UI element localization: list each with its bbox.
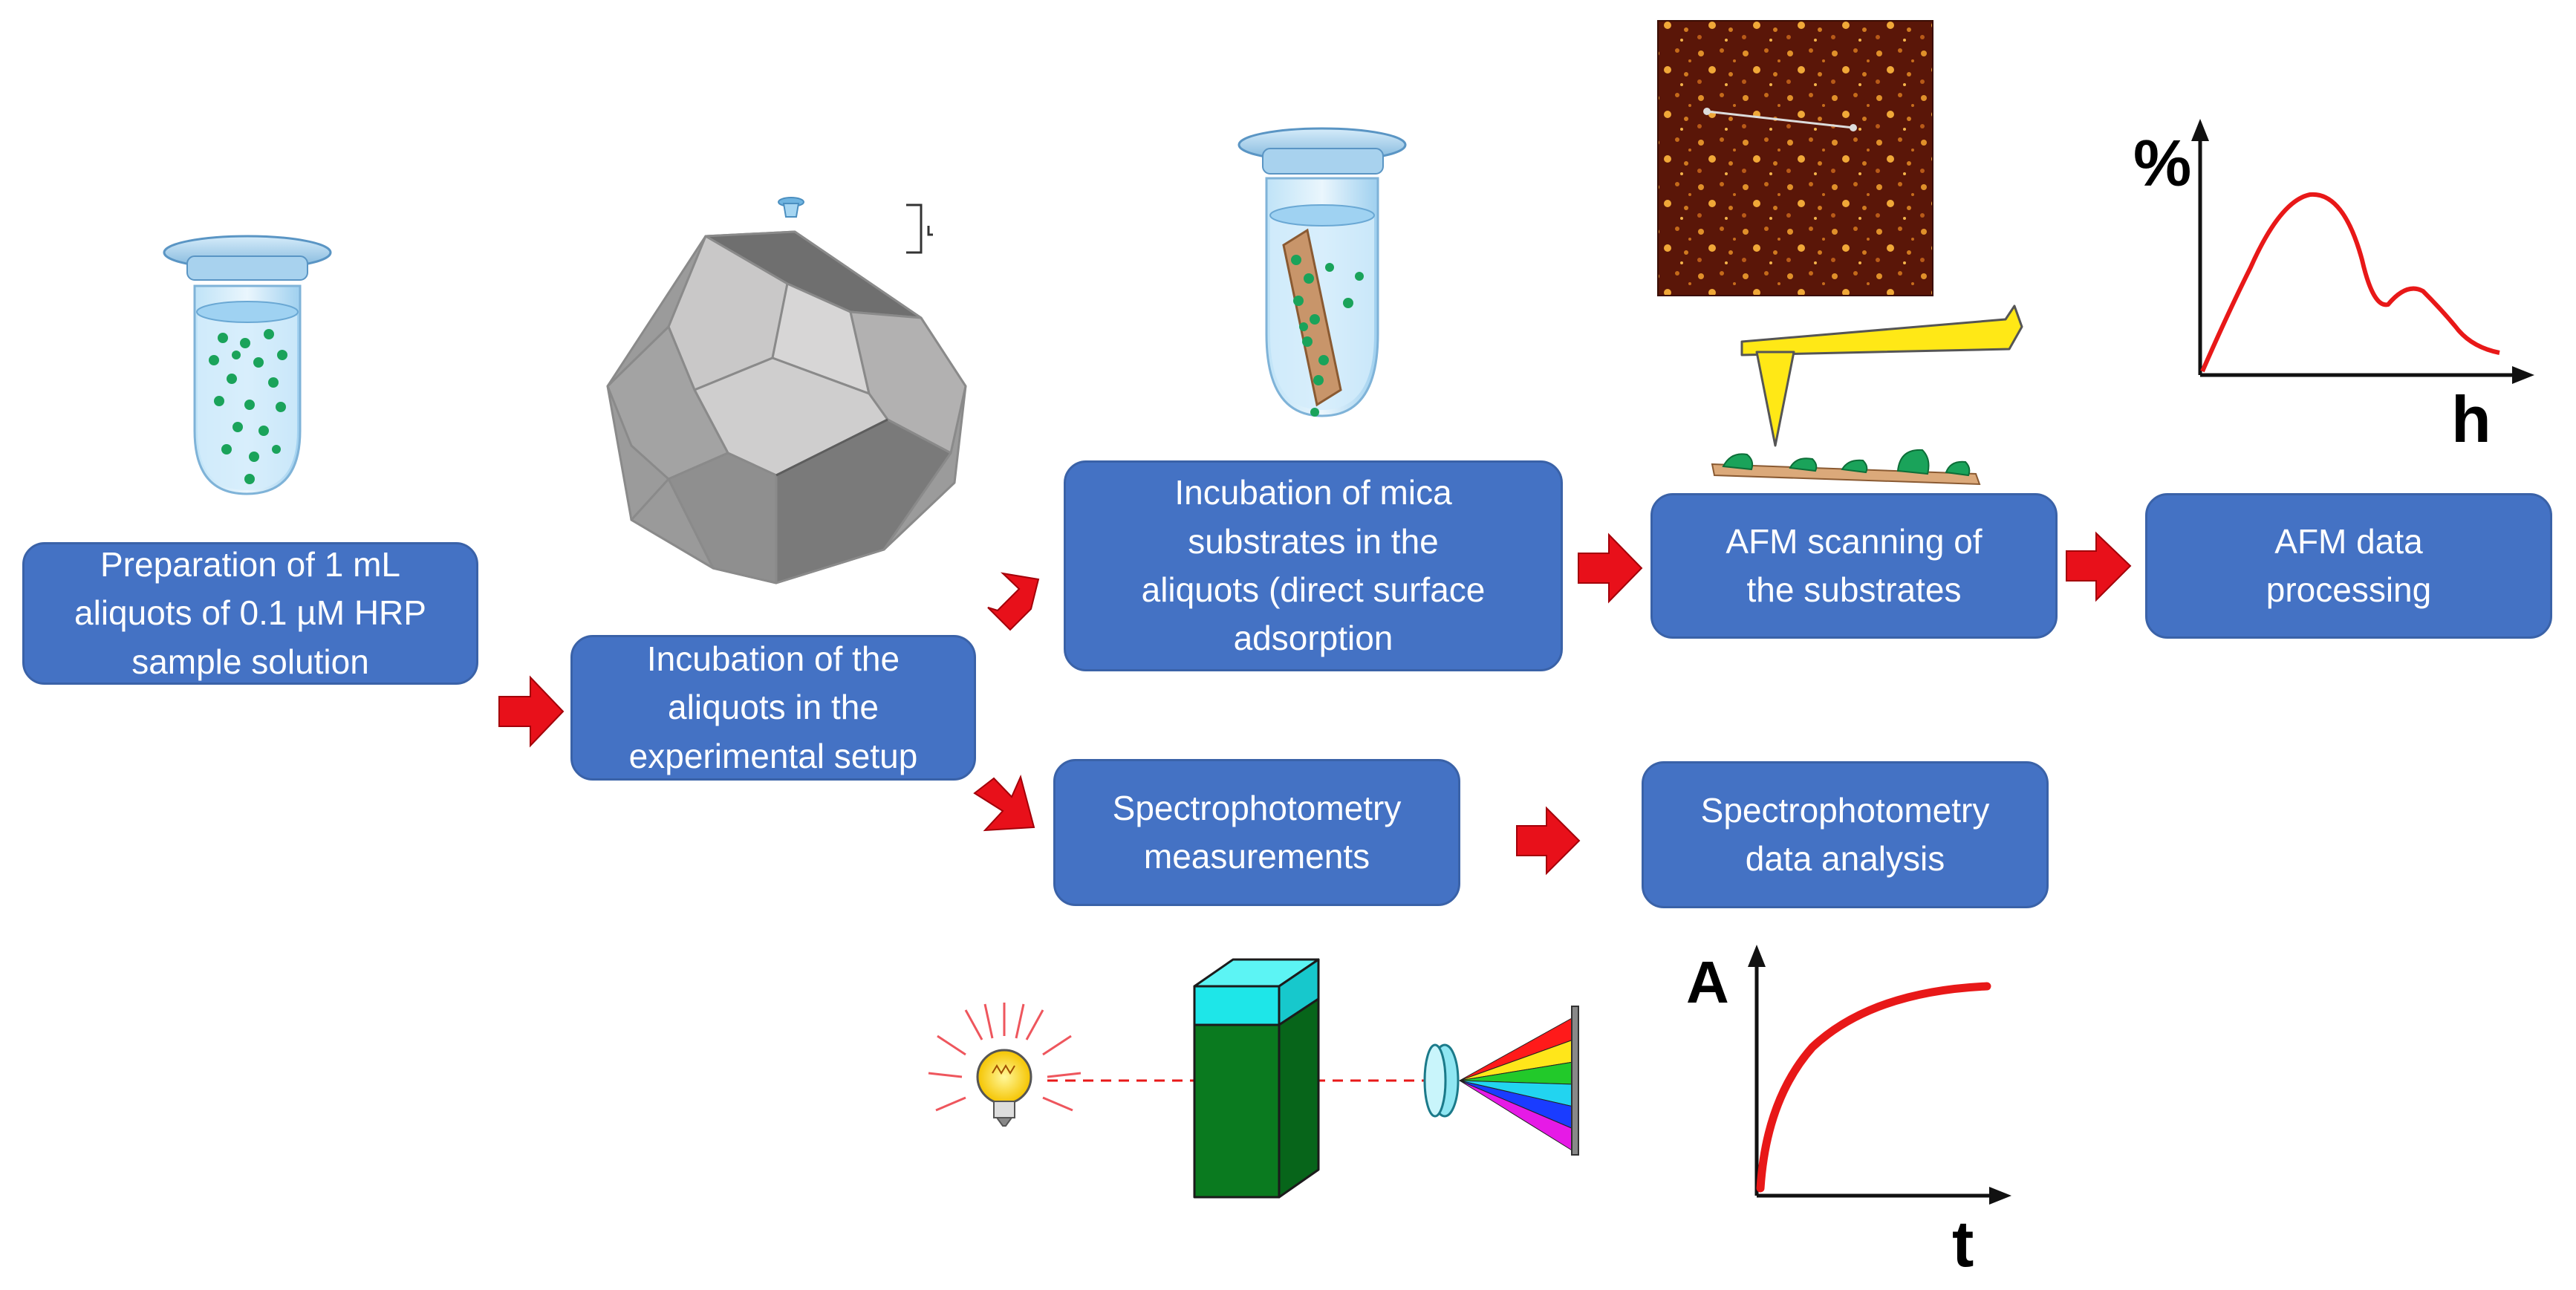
step-spectro-measurements-line-1: Spectrophotometry [1112, 788, 1402, 827]
afm-height-plot: % h [2133, 119, 2534, 456]
lens-icon [1423, 1043, 1460, 1118]
step-preparation-line-1: Preparation of 1 mL [100, 545, 400, 584]
arrow-mica-to-afm [1578, 532, 1643, 604]
afm-cantilever-icon [1711, 304, 2023, 486]
arrow-afm-to-processing [2066, 531, 2132, 602]
arrow-measure-to-analysis [1516, 806, 1581, 876]
arrow-setup-to-mica [987, 572, 1040, 631]
lamp-icon [928, 1003, 1082, 1127]
step-preparation-line-3: sample solution [131, 642, 369, 681]
step-spectro-analysis-box: Spectrophotometry data analysis [1642, 761, 2049, 908]
afm-image-icon [1657, 20, 1933, 296]
absorbance-plot-x-label: t [1952, 1207, 1974, 1280]
step-incubation-setup-box: Incubation of the aliquots in the experi… [570, 635, 976, 781]
flow-arrows [498, 531, 2132, 876]
step-preparation-line-2: aliquots of 0.1 µM HRP [74, 593, 426, 633]
step-incubation-setup-line-2: aliquots in the [668, 688, 879, 727]
afm-plot-x-label: h [2451, 382, 2491, 456]
step-spectro-analysis-line-2: data analysis [1745, 839, 1945, 878]
step-afm-processing-line-2: processing [2266, 570, 2432, 609]
step-incubation-setup-line-3: experimental setup [628, 736, 918, 775]
absorbance-plot: A t [1686, 945, 2011, 1280]
step-afm-scanning-box: AFM scanning of the substrates [1650, 493, 2058, 639]
step-incubation-mica-line-3: aliquots (direct surface [1141, 570, 1486, 609]
step-spectro-measurements-line-2: measurements [1143, 837, 1370, 876]
step-afm-processing-line-1: AFM data [2274, 521, 2423, 561]
step-afm-processing-box: AFM data processing [2145, 493, 2552, 639]
step-incubation-mica-line-1: Incubation of mica [1174, 473, 1452, 512]
absorbance-plot-y-label: A [1686, 949, 1729, 1015]
tube-with-mica-icon [1237, 127, 1407, 417]
dodecahedron-icon [606, 230, 967, 584]
cuvette-icon [1193, 958, 1320, 1199]
step-incubation-mica-line-2: substrates in the [1188, 521, 1439, 561]
step-afm-scanning-line-2: the substrates [1746, 570, 1962, 609]
arrow-prep-to-setup [498, 675, 565, 748]
afm-plot-y-label: % [2133, 126, 2191, 200]
scale-bracket-icon [906, 203, 933, 254]
step-incubation-mica-box: Incubation of mica substrates in the ali… [1064, 460, 1563, 671]
step-incubation-setup-line-1: Incubation of the [646, 639, 900, 679]
step-spectro-measurements-box: Spectrophotometry measurements [1053, 759, 1460, 906]
step-preparation-box: Preparation of 1 mL aliquots of 0.1 µM H… [22, 542, 478, 685]
step-spectro-analysis-line-1: Spectrophotometry [1700, 790, 1990, 830]
tube-icon [163, 235, 332, 495]
step-afm-scanning-line-1: AFM scanning of [1726, 521, 1983, 561]
spectrum-icon [1459, 1006, 1579, 1156]
arrow-setup-to-spectro [973, 774, 1035, 832]
tiny-tube-icon [778, 197, 804, 218]
step-incubation-mica-line-4: adsorption [1233, 619, 1393, 658]
